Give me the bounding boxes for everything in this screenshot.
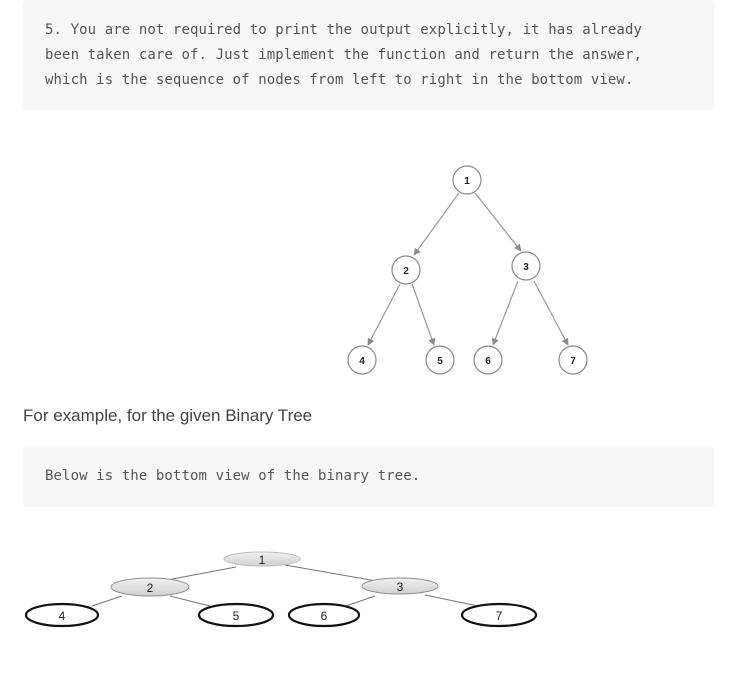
tree-node-7-label: 7 [570,356,576,367]
bv-node-4-label: 4 [59,609,66,623]
bv-node-6-label: 6 [321,609,328,623]
bv-node-5-label: 5 [233,609,240,623]
bv-node-2: 2 [110,577,190,597]
bv-node-7: 7 [460,602,538,628]
edge-1-3 [474,192,522,252]
tree-node-2: 2 [391,255,421,285]
bv-edge-3-7 [424,594,479,607]
tree-node-2-label: 2 [403,266,409,277]
edge-2-4 [367,283,401,346]
binary-tree-diagram: 1 2 3 4 5 6 7 [347,165,588,375]
bv-edge-1-2 [161,566,237,582]
tree-node-4-label: 4 [359,356,365,367]
edge-1-2 [413,192,460,256]
bv-edge-2-5 [169,595,211,607]
bv-node-3: 3 [361,577,439,595]
bv-node-2-label: 2 [147,581,154,595]
edge-3-6 [492,280,519,346]
bv-node-3-label: 3 [397,580,404,594]
edge-3-7 [533,280,569,346]
bv-edge-2-4 [91,595,123,607]
tree-node-7: 7 [558,345,588,375]
bv-node-6: 6 [287,602,361,628]
tree-node-1-label: 1 [464,176,470,187]
bv-edge-1-3 [284,564,383,583]
note-line-2: been taken care of. Just implement the f… [45,47,643,63]
note-block: 5. You are not required to print the out… [23,0,714,110]
tree-node-6-label: 6 [485,356,491,367]
tree-node-3: 3 [511,251,541,281]
bv-node-1: 1 [223,551,301,567]
bottom-view-diagram: 1 2 3 4 5 6 7 [24,551,538,628]
note-line-3: which is the sequence of nodes from left… [45,72,634,88]
tree-node-6: 6 [473,345,503,375]
bv-node-7-label: 7 [496,609,503,623]
tree-node-3-label: 3 [523,262,529,273]
example-caption: For example, for the given Binary Tree [23,406,313,425]
tree-node-1: 1 [452,165,482,195]
edge-2-5 [411,283,436,346]
tree-node-5: 5 [425,345,455,375]
bottom-view-caption: Below is the bottom view of the binary t… [23,446,714,507]
bv-node-1-label: 1 [259,553,266,567]
bv-node-4: 4 [24,602,100,628]
tree-node-5-label: 5 [437,356,443,367]
bv-node-5: 5 [197,602,275,628]
tree-node-4: 4 [347,345,377,375]
note-line-1: 5. You are not required to print the out… [45,22,643,38]
